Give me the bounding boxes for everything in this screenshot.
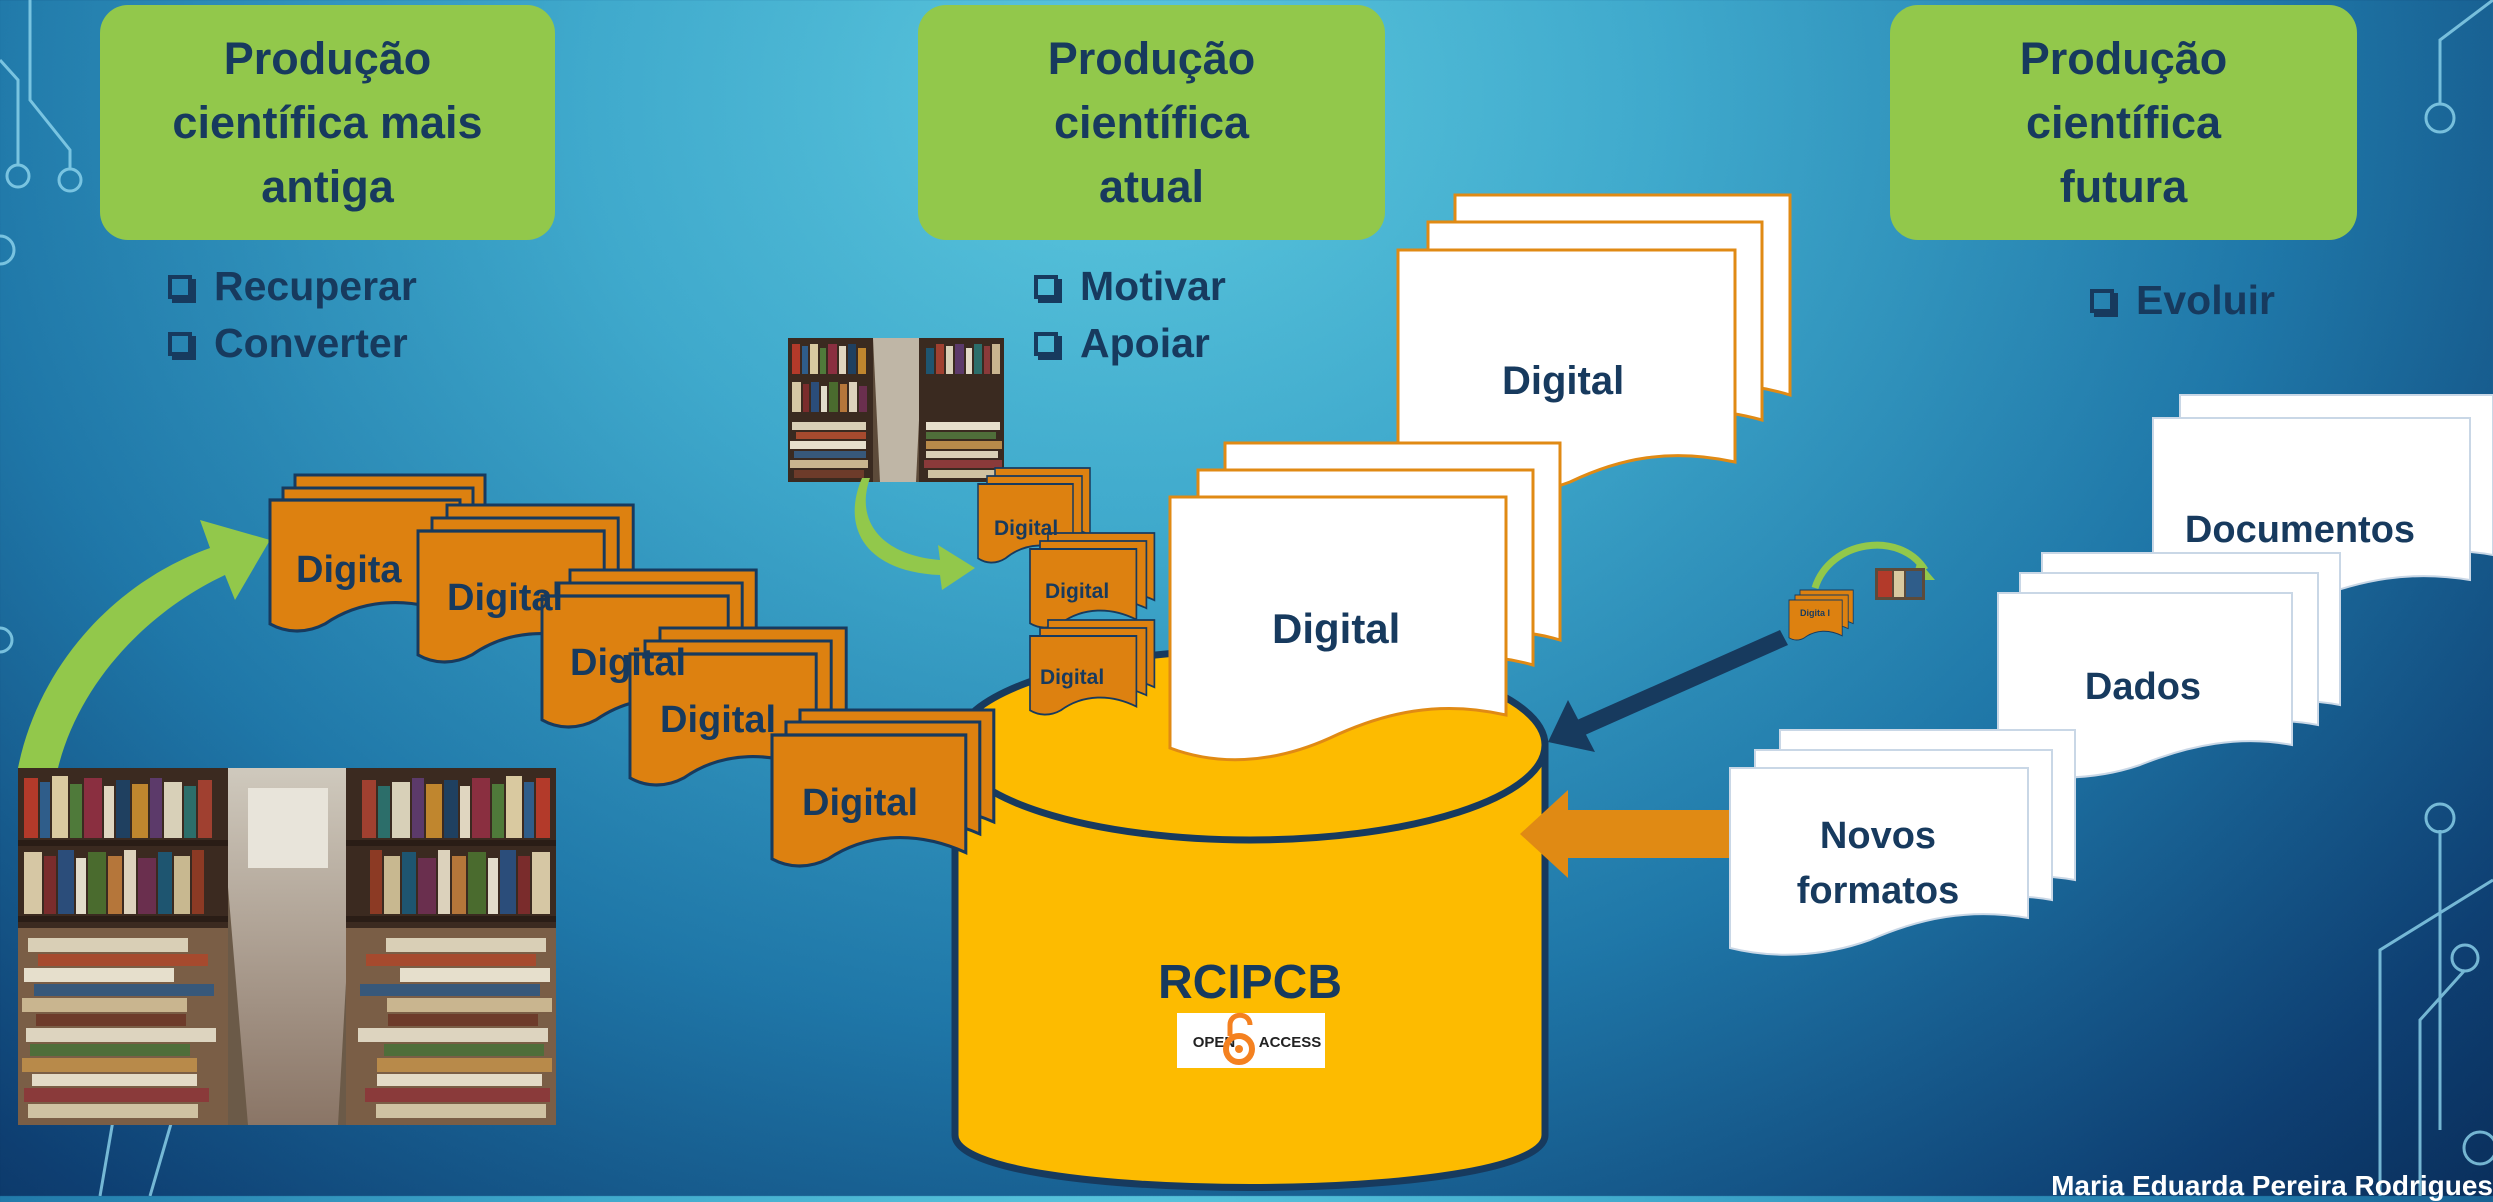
- future-doc-novos-formatos: [1729, 729, 2076, 956]
- library-photo-illustration: [788, 338, 1004, 482]
- title-box-current: Produção científica atual: [918, 5, 1385, 240]
- digital-label-tiny: Digita l: [1800, 608, 1830, 618]
- white-doc-stack-top: [1396, 193, 1792, 499]
- title-line: científica: [2025, 96, 2222, 148]
- checkbox-icon: [168, 274, 192, 299]
- digital-label: Digital: [447, 577, 563, 619]
- digital-label-white: Digital: [1502, 359, 1624, 403]
- bullet-list-older: Recuperar Converter: [168, 258, 417, 372]
- title-line: Produção: [1047, 32, 1256, 84]
- bullet-item: Apoiar: [1034, 315, 1226, 372]
- checkbox-icon: [2090, 288, 2114, 313]
- digital-label-small: Digital: [1045, 580, 1109, 603]
- navy-arrow: [1548, 630, 1788, 752]
- digital-label: Digital: [802, 782, 918, 824]
- author-credit: Maria Eduarda Pereira Rodrigues: [2051, 1170, 2493, 1201]
- open-access-lock-icon: [1223, 1033, 1255, 1065]
- digital-label: Digital: [570, 642, 686, 684]
- title-box-older: Produção científica mais antiga: [100, 5, 555, 240]
- tiny-curved-arrow: [1811, 541, 1928, 590]
- title-line: Produção: [223, 32, 432, 84]
- open-access-badge: OPEN ACCESS: [1177, 1012, 1325, 1068]
- digital-label-small: Digital: [1040, 666, 1104, 689]
- title-box-future: Produção científica futura: [1890, 5, 2357, 240]
- title-line: Produção: [2019, 32, 2228, 84]
- white-doc-stack-front: [1168, 441, 1562, 762]
- dados-label: Dados: [2085, 666, 2201, 708]
- orange-arrow: [1520, 790, 1730, 878]
- bullet-item: Motivar: [1034, 258, 1226, 315]
- title-line: atual: [1098, 160, 1204, 212]
- digital-label: Digital: [660, 699, 776, 741]
- title-line: antiga: [261, 160, 394, 212]
- bullet-item: Converter: [168, 315, 417, 372]
- open-access-right: ACCESS: [1259, 1034, 1322, 1051]
- curved-arrow-convert: [18, 520, 270, 768]
- repository-name: RCIPCB: [1158, 956, 1342, 1009]
- library-photo-illustration: [18, 768, 556, 1125]
- bullet-item: Evoluir: [2090, 272, 2275, 329]
- checkbox-icon: [1034, 274, 1058, 299]
- tiny-library-photo: [1875, 568, 1925, 600]
- documentos-label: Documentos: [2185, 509, 2415, 551]
- checkbox-icon: [1034, 331, 1058, 356]
- title-line: futura: [2059, 160, 2188, 212]
- checkbox-icon: [168, 331, 192, 356]
- library-photo-small: [788, 338, 1004, 482]
- library-photo-large: [18, 768, 556, 1125]
- digital-label-small: Digital: [994, 517, 1058, 540]
- curved-arrow-small: [854, 478, 975, 590]
- bullet-list-future: Evoluir: [2090, 272, 2275, 329]
- title-line: científica mais: [172, 96, 483, 148]
- novos-formatos-label: Novos: [1820, 815, 1936, 857]
- bullet-item: Recuperar: [168, 258, 417, 315]
- digital-label-partial: Digita: [296, 549, 402, 591]
- novos-formatos-label: formatos: [1797, 870, 1960, 912]
- bullet-list-current: Motivar Apoiar: [1034, 258, 1226, 372]
- title-line: científica: [1053, 96, 1250, 148]
- digital-label-white: Digital: [1272, 605, 1400, 652]
